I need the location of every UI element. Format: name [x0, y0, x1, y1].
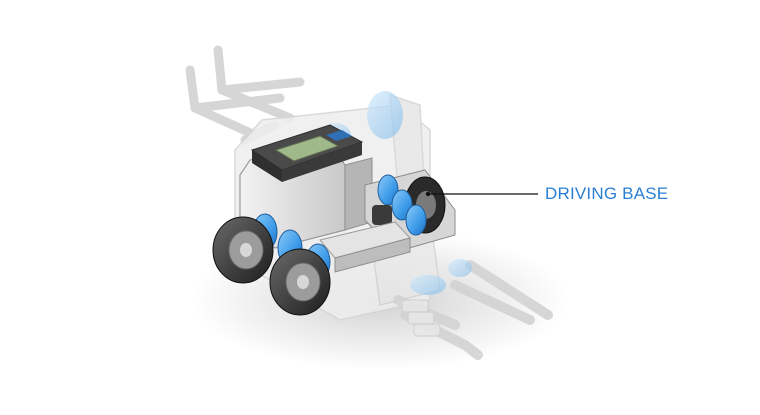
- front-beam: [319, 221, 411, 273]
- ghost-pin-stack: [401, 299, 441, 337]
- driving-base-label: DRIVING BASE: [545, 184, 669, 203]
- brick-screen: [274, 135, 340, 162]
- rear-wheel: [212, 216, 274, 284]
- brick-button-panel: [326, 130, 352, 141]
- front-wheel: [269, 248, 331, 316]
- callout-anchor-dot: [425, 191, 431, 197]
